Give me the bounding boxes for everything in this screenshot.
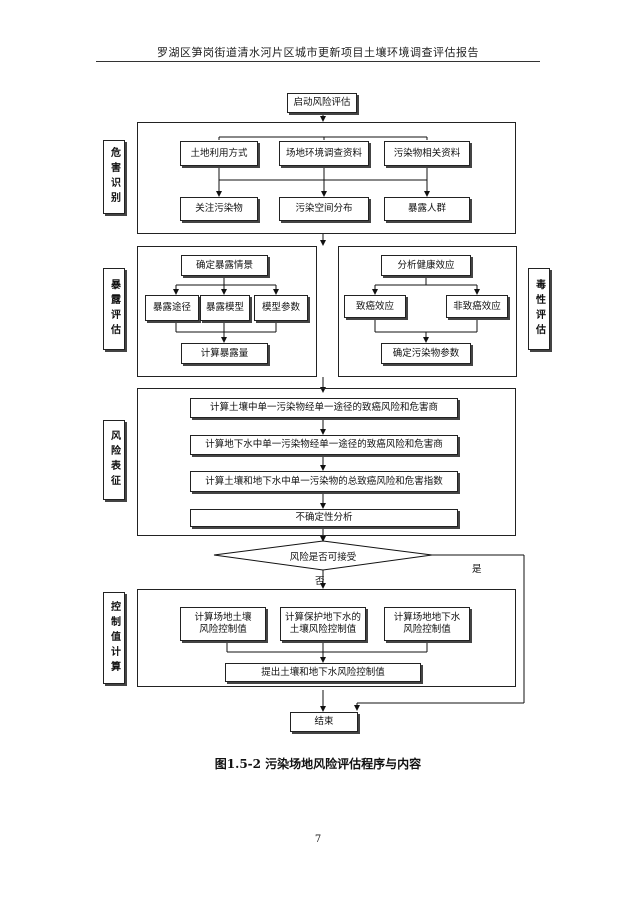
uncertainty-analysis-box: 不确定性分析 xyxy=(190,509,458,527)
pollutant-data-box: 污染物相关资料 xyxy=(384,141,470,166)
decision-no-label: 否 xyxy=(315,576,325,587)
exposure-scenario-box: 确定暴露情景 xyxy=(181,255,268,276)
toxicity-assessment-section xyxy=(338,246,517,377)
exposure-assessment-section xyxy=(137,246,317,377)
total-risk-calc-box: 计算土壤和地下水中单一污染物的总致癌风险和危害指数 xyxy=(190,471,458,492)
control-value-section xyxy=(137,589,516,687)
spatial-distribution-box: 污染空间分布 xyxy=(279,197,369,221)
health-effects-box: 分析健康效应 xyxy=(381,255,471,276)
concern-pollutants-box: 关注污染物 xyxy=(180,197,258,221)
non-carcinogenic-effect-box: 非致癌效应 xyxy=(446,295,508,318)
page-number: 7 xyxy=(314,834,322,845)
end-node: 结束 xyxy=(290,712,358,732)
header-rule xyxy=(96,61,540,62)
groundwater-protection-box: 计算保护地下水的 土壤风险控制值 xyxy=(280,607,366,641)
risk-characterization-label: 风险表征 xyxy=(103,420,125,500)
soil-control-value-box: 计算场地土壤 风险控制值 xyxy=(180,607,266,641)
start-node: 启动风险评估 xyxy=(287,93,357,113)
model-parameters-box: 模型参数 xyxy=(254,295,308,321)
decision-diamond xyxy=(213,540,433,571)
exposed-population-box: 暴露人群 xyxy=(384,197,470,221)
groundwater-control-value-box: 计算场地地下水 风险控制值 xyxy=(384,607,470,641)
hazard-identification-section xyxy=(137,122,516,234)
exposure-pathway-box: 暴露途径 xyxy=(145,295,199,321)
page-header: 罗湖区笋岗街道清水河片区城市更新项目土壤环境调查评估报告 xyxy=(157,46,479,59)
soil-risk-calc-box: 计算土壤中单一污染物经单一途径的致癌风险和危害商 xyxy=(190,398,458,418)
hazard-identification-label: 危害识别 xyxy=(103,140,125,214)
carcinogenic-effect-box: 致癌效应 xyxy=(344,295,406,318)
figure-caption: 图1.5-2 污染场地风险评估程序与内容 xyxy=(214,757,422,771)
decision-question: 风险是否可接受 xyxy=(289,552,357,563)
control-value-label: 控制值计算 xyxy=(103,592,125,684)
pollutant-parameters-box: 确定污染物参数 xyxy=(381,343,471,364)
toxicity-assessment-label: 毒性评估 xyxy=(528,268,550,350)
calculate-exposure-box: 计算暴露量 xyxy=(181,343,268,364)
groundwater-risk-calc-box: 计算地下水中单一污染物经单一途径的致癌风险和危害商 xyxy=(190,435,458,455)
exposure-assessment-label: 暴露评估 xyxy=(103,268,125,350)
propose-control-values-box: 提出土壤和地下水风险控制值 xyxy=(225,663,421,682)
risk-characterization-section xyxy=(137,388,516,536)
decision-yes-label: 是 xyxy=(472,564,482,575)
exposure-model-box: 暴露模型 xyxy=(200,295,250,321)
land-use-box: 土地利用方式 xyxy=(180,141,258,166)
site-survey-data-box: 场地环境调查资料 xyxy=(279,141,369,166)
